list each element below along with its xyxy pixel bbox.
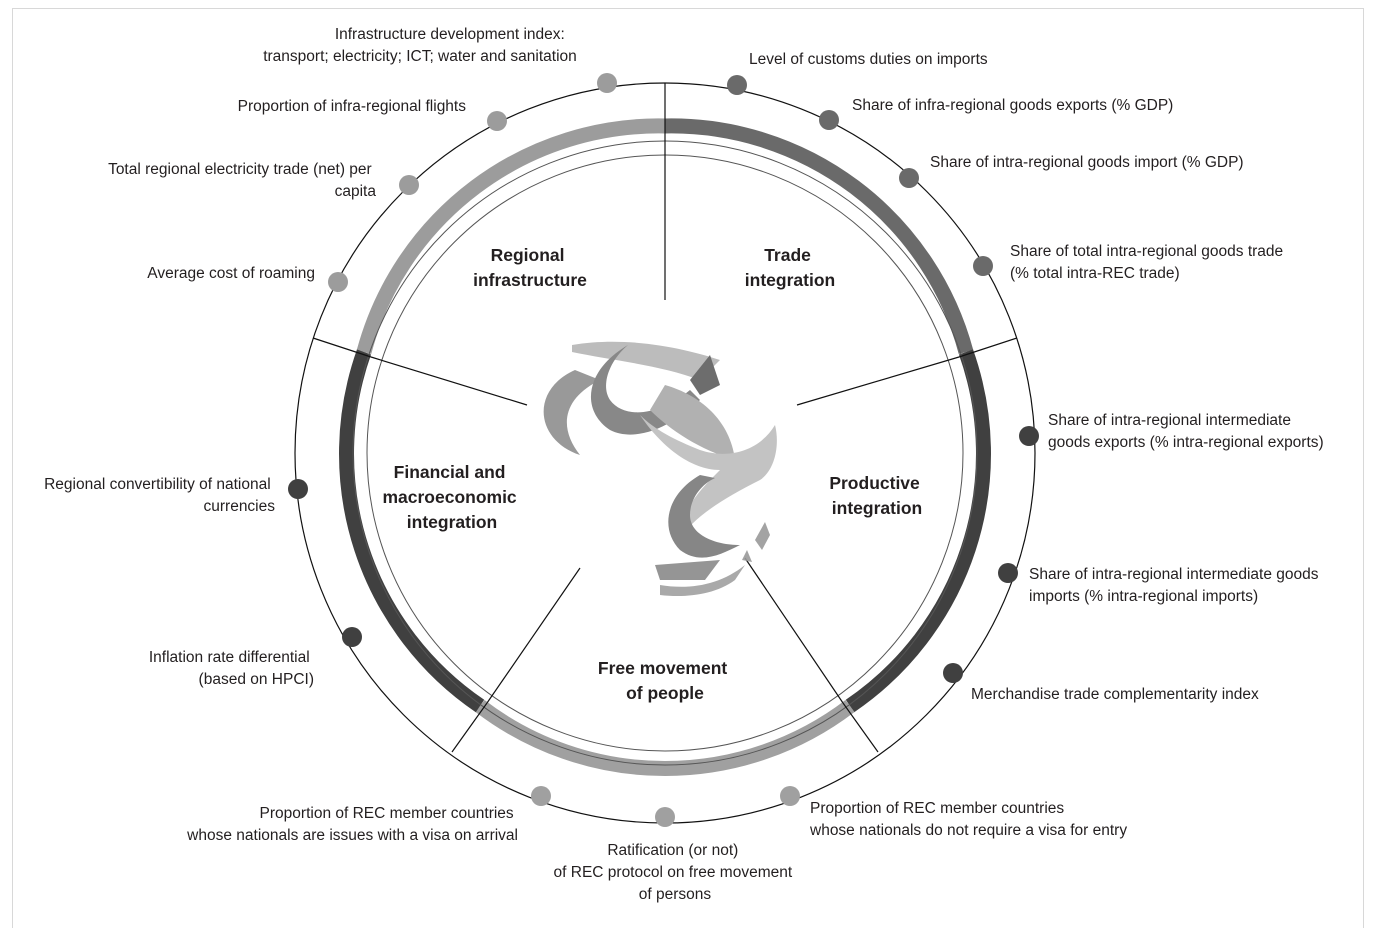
section-regional-infrastructure: Regional infrastructure (473, 245, 587, 290)
divider-bottom-right-outer (842, 702, 879, 753)
ring-arc-people (475, 700, 855, 777)
dot-roaming (328, 272, 348, 292)
label-goods-import: Share of intra-regional goods import (% … (930, 154, 1244, 171)
label-inflation: Inflation rate differential (based on HP… (149, 649, 314, 688)
label-infra-dev: Infrastructure development index: transp… (263, 26, 577, 65)
spoke-right (796, 356, 960, 406)
label-electricity: Total regional electricity trade (net) p… (108, 161, 376, 200)
ring-arc-financial (339, 349, 485, 713)
dot-ratification (655, 807, 675, 827)
label-interm-imports: Share of intra-regional intermediate goo… (1029, 566, 1323, 605)
label-visa-free: Proportion of REC member countries whose… (809, 800, 1127, 839)
dot-interm-exports (1019, 426, 1039, 446)
divider-left-outer (312, 337, 372, 358)
section-productive-integration: Productive integration (829, 473, 924, 518)
dot-goods-import (899, 168, 919, 188)
label-convertibility: Regional convertibility of national curr… (44, 476, 275, 515)
dot-goods-trade (973, 256, 993, 276)
section-free-movement-of-people: Free movement of people (598, 658, 732, 703)
spoke-left (370, 356, 528, 406)
dot-visa-free (780, 786, 800, 806)
spoke-bottom-left (486, 567, 581, 704)
dot-goods-exports (819, 110, 839, 130)
dot-flights (487, 111, 507, 131)
dot-inflation (342, 627, 362, 647)
label-complementarity: Merchandise trade complementarity index (971, 686, 1259, 703)
dot-customs (727, 75, 747, 95)
ring-arc-productive (845, 349, 991, 713)
spoke-bottom-right (744, 557, 844, 704)
label-interm-exports: Share of intra-regional intermediate goo… (1048, 412, 1324, 451)
label-visa-arrival: Proportion of REC member countries whose… (186, 805, 518, 844)
label-ratification: Ratification (or not) of REC protocol on… (554, 842, 797, 903)
label-goods-trade: Share of total intra-regional goods trad… (1010, 243, 1287, 282)
dot-electricity (399, 175, 419, 195)
divider-right-outer (958, 337, 1018, 358)
label-roaming: Average cost of roaming (147, 265, 315, 282)
label-flights: Proportion of infra-regional flights (238, 98, 467, 115)
ring-arc-infra (356, 118, 666, 354)
diagram-frame (12, 8, 1364, 928)
dot-interm-imports (998, 563, 1018, 583)
section-financial-macroeconomic-integration: Financial and macroeconomic integration (382, 462, 521, 532)
ring-arc-trade (664, 118, 974, 354)
dot-visa-arrival (531, 786, 551, 806)
dot-complementarity (943, 663, 963, 683)
dot-infra-dev (597, 73, 617, 93)
label-goods-exports: Share of infra-regional goods exports (%… (852, 97, 1173, 114)
label-customs: Level of customs duties on imports (749, 51, 988, 68)
africa-logo-icon (543, 341, 777, 597)
divider-bottom-left-outer (451, 702, 488, 753)
dot-convertibility (288, 479, 308, 499)
section-trade-integration: Trade integration (745, 245, 835, 290)
